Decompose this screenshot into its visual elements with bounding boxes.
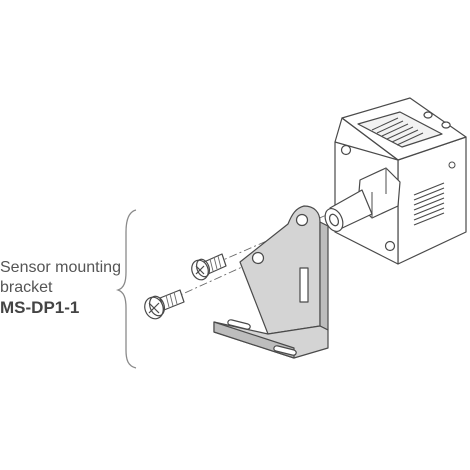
sensor-hole-corner-2 [423,111,433,119]
sensor-front-bevel [334,117,399,161]
lower-screw-washer [148,295,166,317]
callout-line-2: bracket [0,279,53,296]
curly-brace-icon [115,209,137,369]
phillips-screw-icon [144,289,185,320]
sensor-hole-top [340,144,352,156]
sensor-hole-corner [441,121,451,129]
bracket-slot [299,267,309,303]
sensor-top-vents [371,117,424,146]
bracket-hole-upper [295,213,309,227]
port-opening-inner [328,213,340,227]
mounting-bracket [213,205,329,359]
upper-screw-washer [195,258,211,278]
callout-model-number: MS-DP1-1 [0,298,80,317]
phillips-screw-icon [191,253,227,281]
bracket-hole-lower [251,251,265,265]
bracket-vertical-edge [319,221,329,331]
bracket-callout: Sensor mounting bracket MS-DP1-1 [0,258,128,318]
bracket-foot-slot-right [273,345,297,356]
callout-line-1: Sensor mounting [0,259,121,276]
sensor-hole-bottom [384,240,396,252]
pressure-sensor-body [334,97,467,265]
sensor-side-hole [448,161,456,169]
sensor-port-fitting [324,167,401,232]
bracket-foot-slot-left [227,319,251,330]
sensor-side-vents [413,182,445,226]
